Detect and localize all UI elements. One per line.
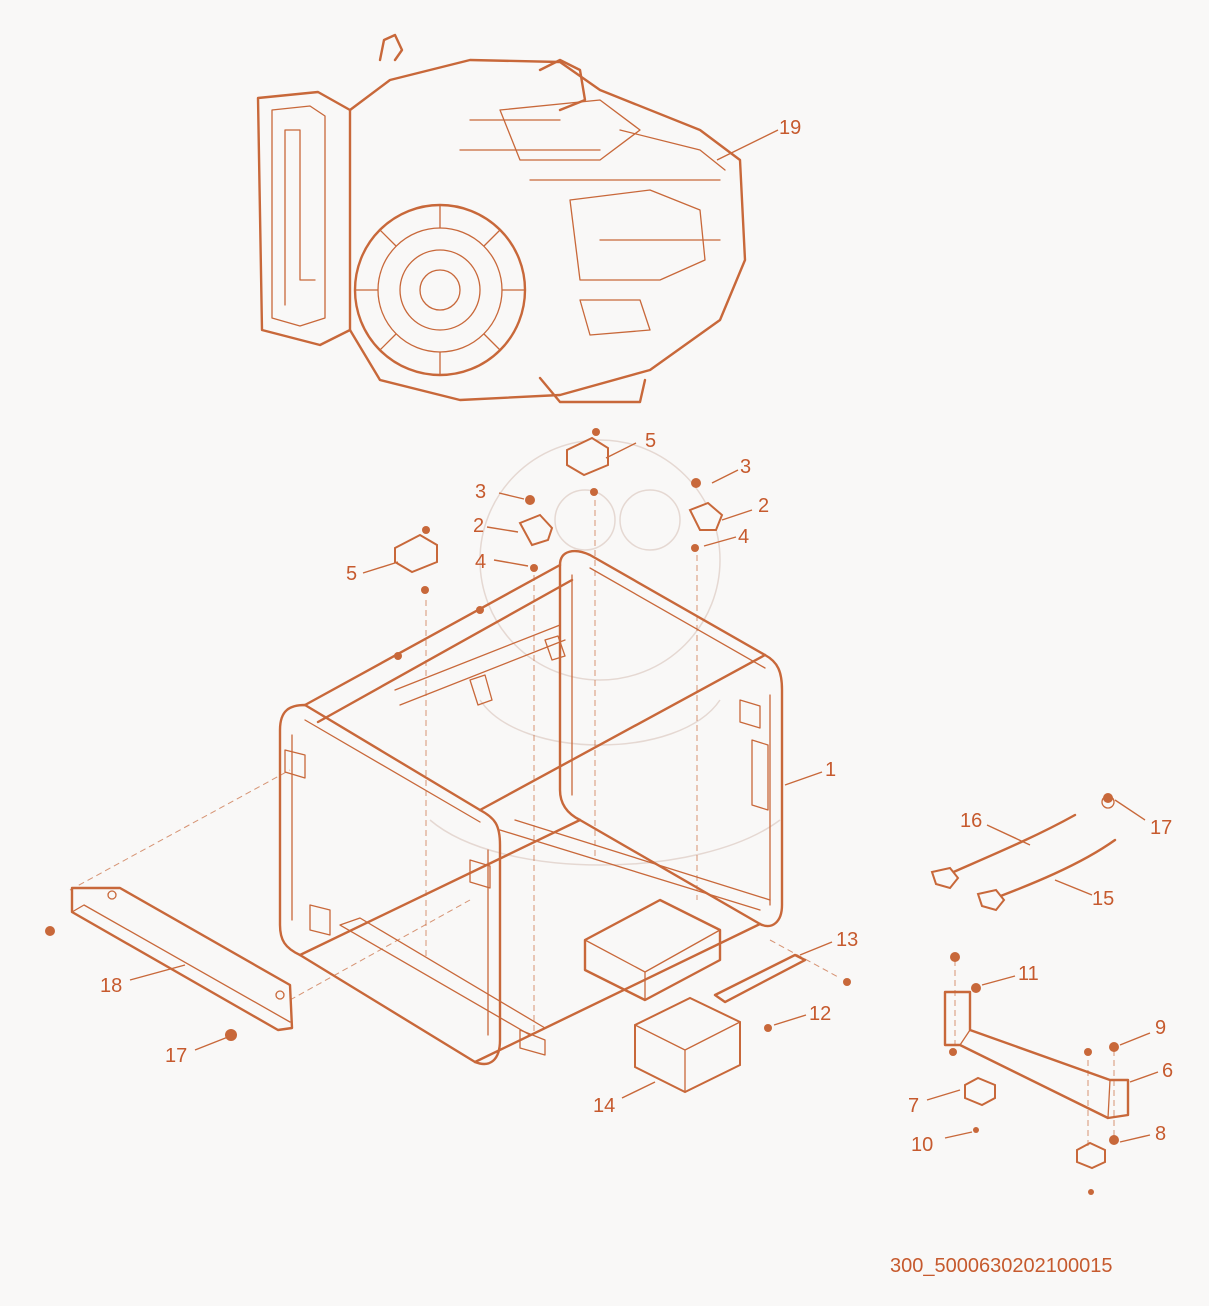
mounting-bracket: [943, 990, 1130, 1170]
callout-17-left: 17: [165, 1045, 187, 1067]
callout-5-top: 5: [645, 430, 656, 452]
engine-assembly: [256, 33, 747, 404]
battery-tray: [583, 898, 807, 1004]
callout-10: 10: [911, 1134, 933, 1156]
callout-3-right: 3: [740, 456, 751, 478]
callout-4-right: 4: [738, 526, 749, 548]
diagram-code: 300_5000630202100015: [890, 1255, 1112, 1277]
battery: [634, 996, 741, 1094]
callout-5-left: 5: [346, 563, 357, 585]
callout-11: 11: [1018, 963, 1039, 985]
callout-15: 15: [1092, 888, 1114, 910]
callout-16: 16: [960, 810, 982, 832]
callout-3-left: 3: [475, 481, 486, 503]
callout-1: 1: [825, 759, 836, 781]
leader-lines: [129, 129, 1159, 1143]
callout-17-right: 17: [1150, 817, 1172, 839]
callout-labels: 19 5 3 3 2 2 4 4 5 1 16 17 15 13 11 18 1…: [100, 117, 1173, 1156]
callout-2-right: 2: [758, 495, 769, 517]
callout-14: 14: [593, 1095, 615, 1117]
callout-4-left: 4: [475, 551, 486, 573]
callout-2-left: 2: [473, 515, 484, 537]
callout-12: 12: [809, 1003, 831, 1025]
watermark: [429, 439, 781, 866]
callout-13: 13: [836, 929, 858, 951]
front-cross-bar: [70, 886, 294, 1032]
fasteners: [45, 793, 1119, 1195]
assembly-lines: [69, 500, 1115, 1150]
callout-9: 9: [1155, 1017, 1166, 1039]
callout-19: 19: [779, 117, 801, 139]
callout-18: 18: [100, 975, 122, 997]
cables: [930, 795, 1117, 912]
frame: [278, 549, 784, 1066]
callout-7: 7: [908, 1095, 919, 1117]
vibration-mounts: [394, 428, 724, 660]
callout-6: 6: [1162, 1060, 1173, 1082]
callout-8: 8: [1155, 1123, 1166, 1145]
